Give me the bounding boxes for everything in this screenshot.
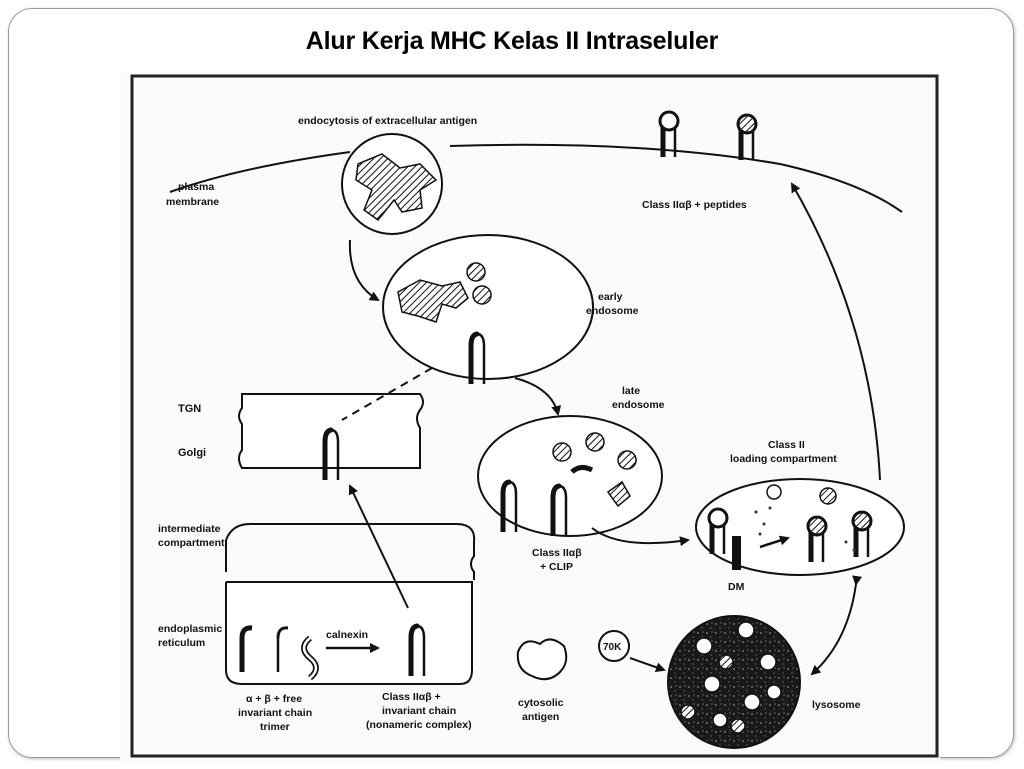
lysosome-vesicles [695,621,782,728]
peptide-icon-4 [606,480,631,508]
clip-released-icon [766,484,782,500]
label-lysosome: lysosome [812,699,861,711]
arrow-hsp-to-lysosome [629,657,666,673]
arrow-late-to-loading [591,527,690,547]
label-intermediate-2: compartment [158,537,225,549]
arrow-loading-lysosome [810,575,863,676]
antigen-fragment-icon-2 [472,285,492,305]
label-trimer-2: invariant chain [238,707,312,719]
arrow-early-to-late [514,377,562,416]
peptide-icon-3 [617,450,637,470]
lysosome-peptides [680,654,746,734]
arrow-endocytosis [348,239,380,302]
label-er-2: reticulum [158,637,205,649]
label-loading-compartment-1: Class II [768,439,805,451]
arrow-golgi-to-endosome-dashed [341,367,433,421]
intermediate-compartment [225,523,476,580]
label-nonamer-1: Class IIαβ + [382,691,441,703]
clip-fragment-icon [570,464,594,474]
alpha-chain-icon [239,625,253,639]
label-plasma-membrane-1: plasma [178,181,214,193]
figure-scan: endocytosis of extracellular antigen pla… [120,72,940,764]
label-late-endosome-2: endosome [612,399,665,411]
label-intermediate-1: intermediate [158,523,221,535]
peptide-icon [552,442,572,462]
arrow-dm-exchange [759,535,790,549]
label-plasma-membrane-2: membrane [166,196,219,208]
peptide-loading-icon [819,487,837,505]
label-nonamer-3: (nonameric complex) [366,719,472,731]
label-er-1: endoplasmic [158,623,222,635]
label-tgn: TGN [178,403,201,415]
internalized-antigen-icon [397,279,469,323]
early-endosome [382,234,594,380]
label-calnexin: calnexin [326,629,368,641]
label-hsp70: 70K [603,642,622,653]
late-endosome [477,415,663,537]
antigen-fragment-icon [466,262,486,282]
label-clip-2: + CLIP [540,561,573,573]
label-cytosolic-2: antigen [522,711,559,723]
peptide-icon-2 [585,432,605,452]
plasma-membrane-left [169,151,351,193]
label-golgi: Golgi [178,447,206,459]
arrow-to-surface [790,182,881,481]
extracellular-antigen-icon [355,153,438,222]
arrow-er-to-golgi [348,484,409,609]
loading-compartment [695,478,905,576]
hla-dm-icon [732,536,741,570]
label-late-endosome-1: late [622,385,640,397]
beta-chain-icon [276,626,289,639]
label-early-endosome-2: endosome [586,305,639,317]
label-early-endosome-1: early [598,291,623,303]
mhc-class-ii-pathway-diagram: endocytosis of extracellular antigen pla… [120,72,940,764]
label-nonamer-2: invariant chain [382,705,456,717]
label-clip-1: Class IIαβ [532,547,582,559]
label-loading-compartment-2: loading compartment [730,453,837,465]
label-trimer-1: α + β + free [246,693,302,705]
hsp70-icon [598,630,630,662]
slide-title: Alur Kerja MHC Kelas II Intraseluler [305,27,719,55]
label-class-peptides: Class IIαβ + peptides [642,199,747,211]
cytosolic-antigen-icon [516,638,568,681]
figure-border [130,74,939,758]
label-cytosolic-1: cytosolic [518,697,564,709]
peptide-dots [754,506,856,552]
label-dm: DM [728,581,745,593]
label-endocytosis: endocytosis of extracellular antigen [298,115,477,127]
label-trimer-3: trimer [260,721,290,733]
